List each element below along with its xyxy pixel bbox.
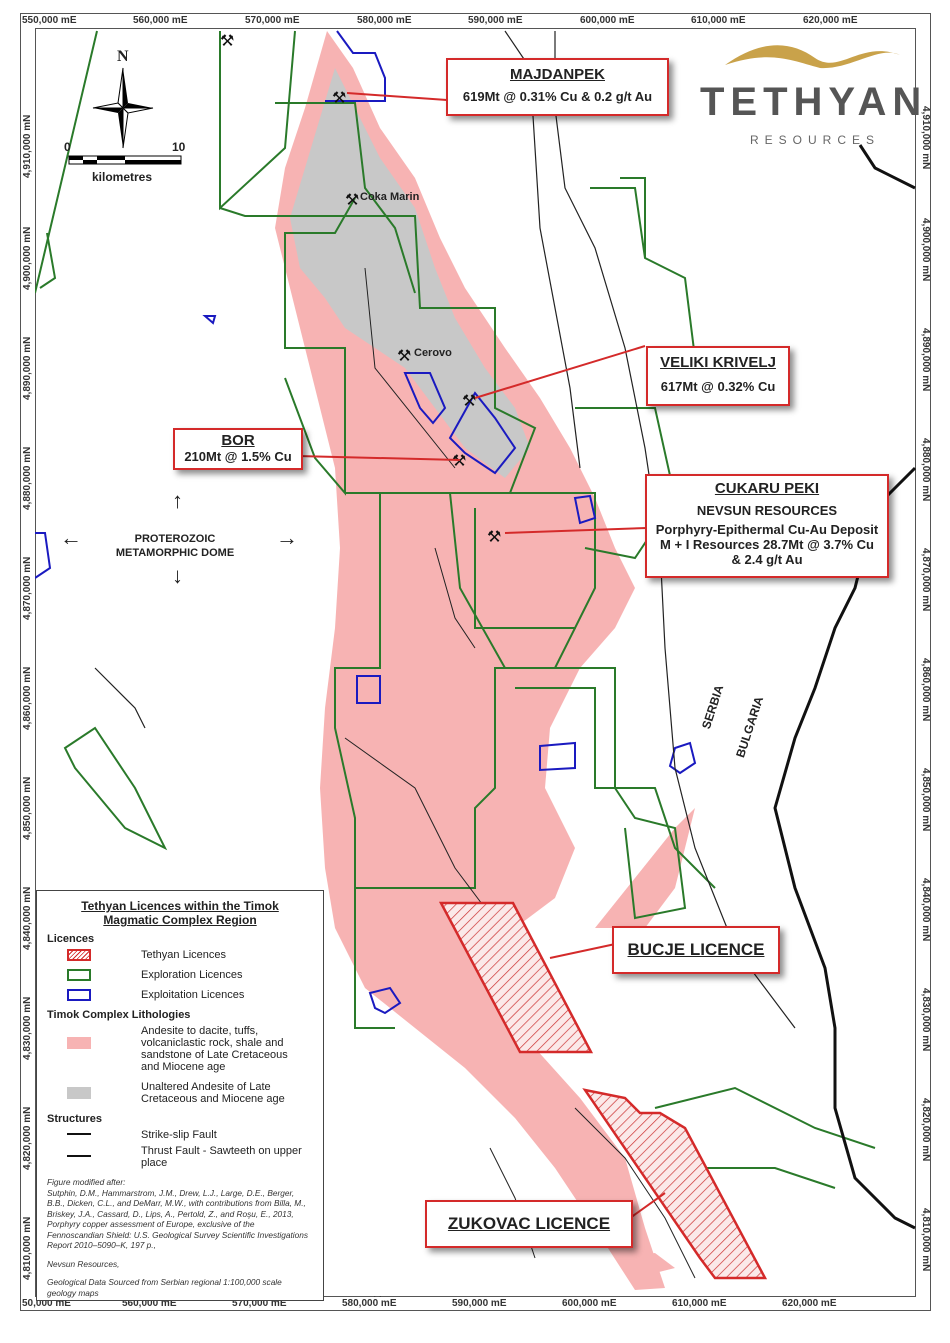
map-inner-frame (35, 28, 916, 1297)
easting-label: 610,000 mE (691, 15, 746, 26)
legend-item-exploration: Exploration Licences (47, 969, 313, 981)
north-arrow-icon (92, 67, 154, 149)
legend-item-strike-slip: Strike-slip Fault (47, 1129, 313, 1141)
exploitation-licence-swatch (67, 989, 91, 1001)
easting-label-bottom: 570,000 mE (232, 1298, 287, 1309)
logo-sub: RESOURCES (750, 133, 881, 147)
place-cerovo: Cerovo (414, 347, 452, 359)
easting-label-bottom: 600,000 mE (562, 1298, 617, 1309)
scale-bar (68, 155, 182, 165)
callout-zukovac-licence: ZUKOVAC LICENCE (425, 1200, 633, 1248)
easting-label-bottom: 590,000 mE (452, 1298, 507, 1309)
unaltered-andesite-swatch (67, 1087, 91, 1099)
easting-label-bottom: 580,000 mE (342, 1298, 397, 1309)
legend-item-exploitation: Exploitation Licences (47, 989, 313, 1001)
easting-label: 550,000 mE (22, 15, 77, 26)
mine-icon: ⚒ (332, 88, 346, 107)
tethyan-licence-swatch (67, 949, 91, 961)
wave-icon (725, 45, 900, 69)
easting-label: 580,000 mE (357, 15, 412, 26)
easting-label: 600,000 mE (580, 15, 635, 26)
arrow-left-icon: ← (60, 525, 82, 550)
north-label: N (117, 48, 129, 65)
callout-bor: BOR 210Mt @ 1.5% Cu (173, 428, 303, 470)
callout-bucje-licence: BUCJE LICENCE (612, 926, 780, 974)
legend-item-andesite: Andesite to dacite, tuffs, volcaniclasti… (47, 1025, 313, 1073)
easting-label: 560,000 mE (133, 15, 188, 26)
exploitation-licences (35, 30, 697, 1015)
legend-lith-header: Timok Complex Lithologies (47, 1009, 191, 1021)
map-outer-frame (20, 13, 931, 1311)
mine-icon: ⚒ (487, 527, 501, 546)
dome-label: PROTEROZOIC METAMORPHIC DOME (115, 533, 235, 559)
strike-slip-swatch (67, 1129, 91, 1135)
easting-label-bottom: 620,000 mE (782, 1298, 837, 1309)
callout-veliki-krivelj: VELIKI KRIVELJ 617Mt @ 0.32% Cu (646, 346, 790, 406)
legend-item-thrust: Thrust Fault - Sawteeth on upper place (47, 1145, 313, 1169)
easting-label: 570,000 mE (245, 15, 300, 26)
easting-label: 620,000 mE (803, 15, 858, 26)
mine-icon: ⚒ (220, 31, 234, 50)
andesite-swatch (67, 1037, 91, 1049)
easting-label-bottom: 560,000 mE (122, 1298, 177, 1309)
legend-references: Figure modified after: Sutphin, D.M., Ha… (47, 1177, 309, 1298)
country-border (773, 466, 916, 1230)
geology-map: ⚒ ⚒ ⚒ ⚒ ⚒ ⚒ ⚒ ⚒ (35, 30, 916, 1297)
bucje-licence (438, 901, 594, 1054)
easting-label-bottom: 610,000 mE (672, 1298, 727, 1309)
exploration-licence-swatch (67, 969, 91, 981)
arrow-right-icon: → (276, 525, 298, 550)
easting-label: 590,000 mE (468, 15, 523, 26)
zukovac-licence (582, 1088, 768, 1280)
thrust-fault-swatch (67, 1151, 91, 1157)
mine-icon: ⚒ (397, 346, 411, 365)
mine-symbols: ⚒ ⚒ ⚒ ⚒ ⚒ ⚒ ⚒ ⚒ (220, 31, 501, 1297)
legend-licences-header: Licences (47, 933, 95, 945)
arrow-down-icon: ↓ (172, 563, 183, 588)
legend-item-unaltered: Unaltered Andesite of Late Cretaceous an… (47, 1081, 313, 1105)
callout-cukaru-peki: CUKARU PEKI NEVSUN RESOURCES Porphyry-Ep… (645, 474, 889, 578)
mine-icon: ⚒ (345, 190, 359, 209)
tethyan-logo: TETHYAN RESOURCES (700, 30, 930, 147)
mine-icon: ⚒ (370, 1293, 384, 1297)
callout-majdanpek: MAJDANPEK 619Mt @ 0.31% Cu & 0.2 g/t Au (446, 58, 669, 116)
exploration-licences (35, 30, 876, 1189)
legend-structures-header: Structures (47, 1113, 103, 1125)
unaltered-andesite (290, 68, 530, 478)
callout-leaders (296, 92, 666, 1219)
scale-min: 0 (64, 140, 71, 154)
legend-item-tethyan: Tethyan Licences (47, 949, 313, 961)
arrow-up-icon: ↑ (172, 488, 183, 513)
logo-name: TETHYAN (700, 80, 928, 124)
scale-max: 10 (172, 140, 186, 154)
scale-unit: kilometres (92, 170, 153, 184)
mine-icon: ⚒ (462, 391, 476, 410)
place-coka-marin: Coka Marin (360, 191, 420, 203)
easting-label-bottom: 50,000 mE (22, 1298, 71, 1309)
